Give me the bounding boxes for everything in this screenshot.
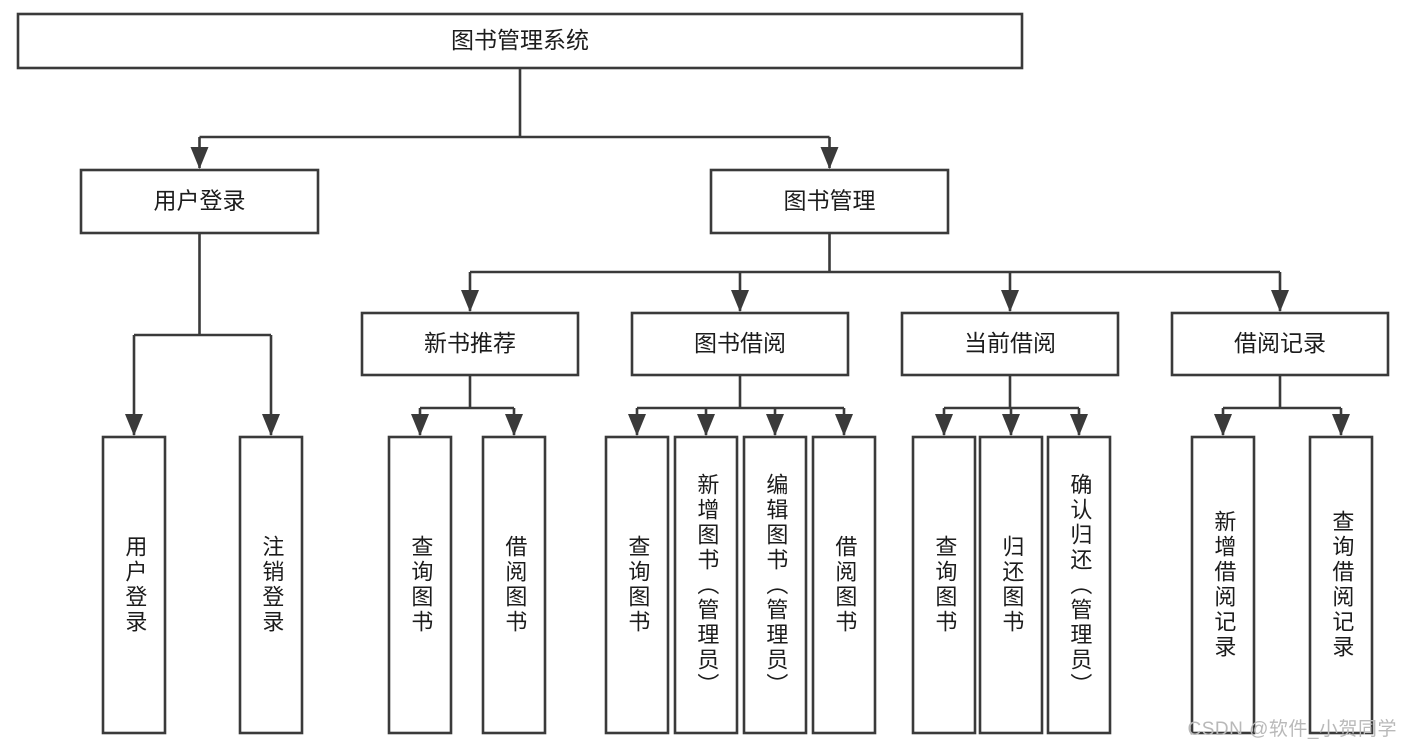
node-root-label: 图书管理系统 bbox=[451, 27, 589, 53]
boxes-layer bbox=[16, 12, 1390, 735]
node-book-borrow-box bbox=[630, 311, 850, 377]
node-borrow-record-label: 借阅记录 bbox=[1234, 330, 1326, 356]
node-root-box bbox=[16, 12, 1024, 70]
node-new-book-rec-label: 新书推荐 bbox=[424, 330, 516, 356]
node-current-borrow-box bbox=[900, 311, 1120, 377]
node-leaf-add-book-box bbox=[673, 435, 739, 735]
arrow-to-book-manage bbox=[820, 147, 839, 169]
node-leaf-borrow-book-1-box bbox=[481, 435, 547, 735]
arrow-to-leaf-confirm-return bbox=[1070, 414, 1088, 436]
arrow-to-leaf-borrow-book-2 bbox=[835, 414, 853, 436]
watermark-text: CSDN @软件_小贺同学 bbox=[1187, 719, 1397, 740]
node-leaf-edit-book-box bbox=[742, 435, 808, 735]
arrow-to-new-book-rec bbox=[461, 290, 479, 312]
arrow-to-leaf-edit-book bbox=[766, 414, 784, 436]
arrow-to-leaf-add-book bbox=[697, 414, 715, 436]
node-leaf-user-login-box bbox=[101, 435, 167, 735]
node-borrow-record-box bbox=[1170, 311, 1390, 377]
node-new-book-rec-box bbox=[360, 311, 580, 377]
arrow-to-leaf-query-record bbox=[1332, 414, 1350, 436]
arrow-to-leaf-borrow-book-1 bbox=[505, 414, 523, 436]
node-leaf-borrow-book-2-box bbox=[811, 435, 877, 735]
node-user-login-box bbox=[79, 168, 320, 235]
node-book-manage-box bbox=[709, 168, 950, 235]
node-book-borrow-label: 图书借阅 bbox=[694, 330, 786, 356]
node-leaf-query-book-1-box bbox=[387, 435, 453, 735]
arrow-to-leaf-return-book bbox=[1002, 414, 1020, 436]
arrow-to-book-borrow bbox=[731, 290, 749, 312]
arrow-to-leaf-user-login bbox=[125, 414, 143, 436]
node-user-login-label: 用户登录 bbox=[154, 188, 246, 214]
node-leaf-return-book-box bbox=[978, 435, 1044, 735]
arrow-to-leaf-query-book-2 bbox=[628, 414, 646, 436]
node-leaf-query-book-2-box bbox=[604, 435, 670, 735]
connectors-layer bbox=[125, 68, 1350, 436]
node-leaf-add-record-box bbox=[1190, 435, 1256, 735]
node-leaf-query-book-3-box bbox=[911, 435, 977, 735]
arrow-to-borrow-record bbox=[1271, 290, 1289, 312]
arrow-to-leaf-query-book-1 bbox=[411, 414, 429, 436]
node-leaf-query-record-box bbox=[1308, 435, 1374, 735]
arrow-to-leaf-add-record bbox=[1214, 414, 1232, 436]
arrow-to-leaf-query-book-3 bbox=[935, 414, 953, 436]
arrow-to-user-login bbox=[190, 147, 209, 169]
node-leaf-confirm-return-box bbox=[1046, 435, 1112, 735]
arrow-to-current-borrow bbox=[1001, 290, 1019, 312]
node-current-borrow-label: 当前借阅 bbox=[964, 330, 1056, 356]
arrow-to-leaf-user-logout bbox=[262, 414, 280, 436]
node-book-manage-label: 图书管理 bbox=[784, 188, 876, 214]
node-leaf-user-logout-box bbox=[238, 435, 304, 735]
